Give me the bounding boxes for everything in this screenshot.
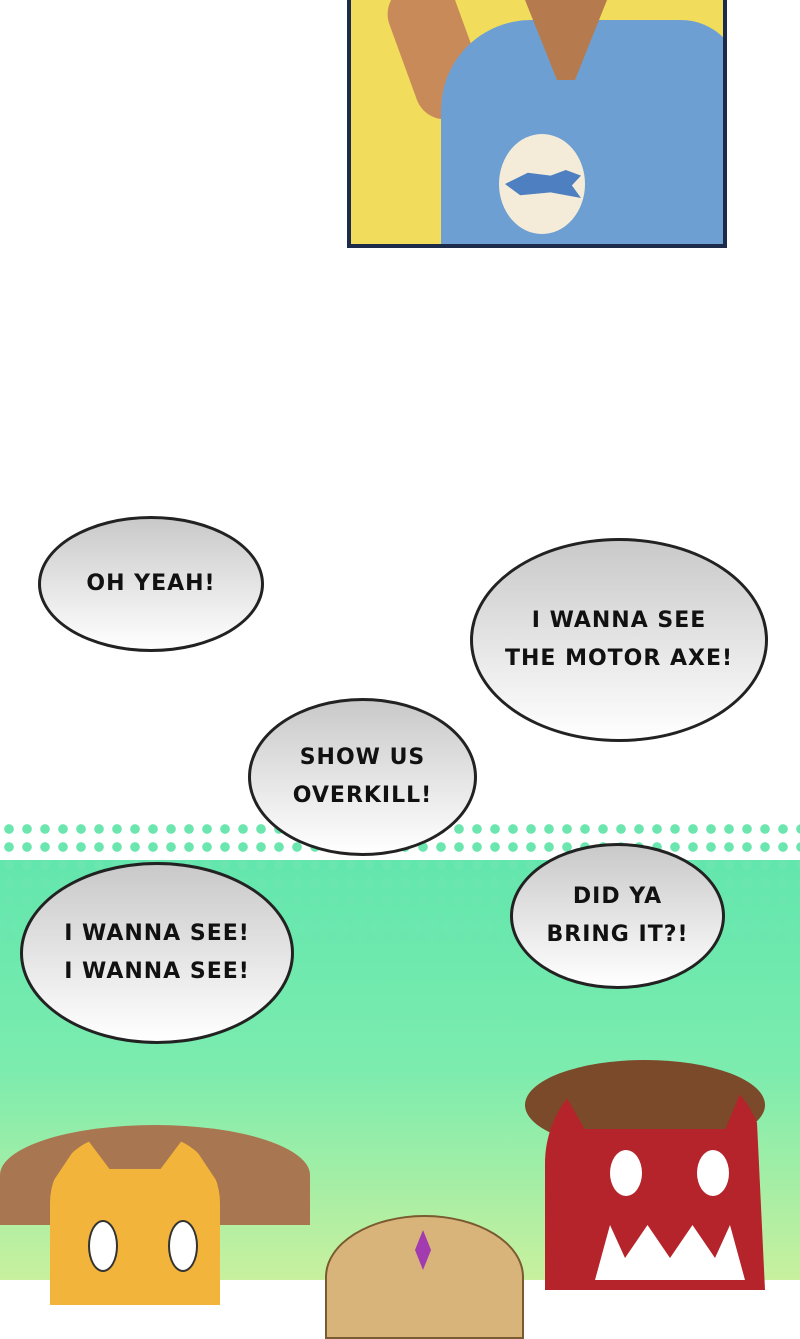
speech-bubble-overkill: SHOW US OVERKILL!	[248, 698, 477, 856]
devil-mask-kid	[505, 1020, 780, 1290]
crown-kid	[325, 1200, 524, 1339]
comic-panel-top	[347, 0, 727, 248]
speech-bubble-oh-yeah: OH YEAH!	[38, 516, 264, 652]
speech-bubble-bring-it: DID YA BRING IT?!	[510, 843, 725, 989]
speech-bubble-wanna-see: I WANNA SEE! I WANNA SEE!	[20, 862, 294, 1044]
speech-bubble-motor-axe: I WANNA SEE THE MOTOR AXE!	[470, 538, 768, 742]
cat-mask-kid	[0, 1115, 310, 1305]
